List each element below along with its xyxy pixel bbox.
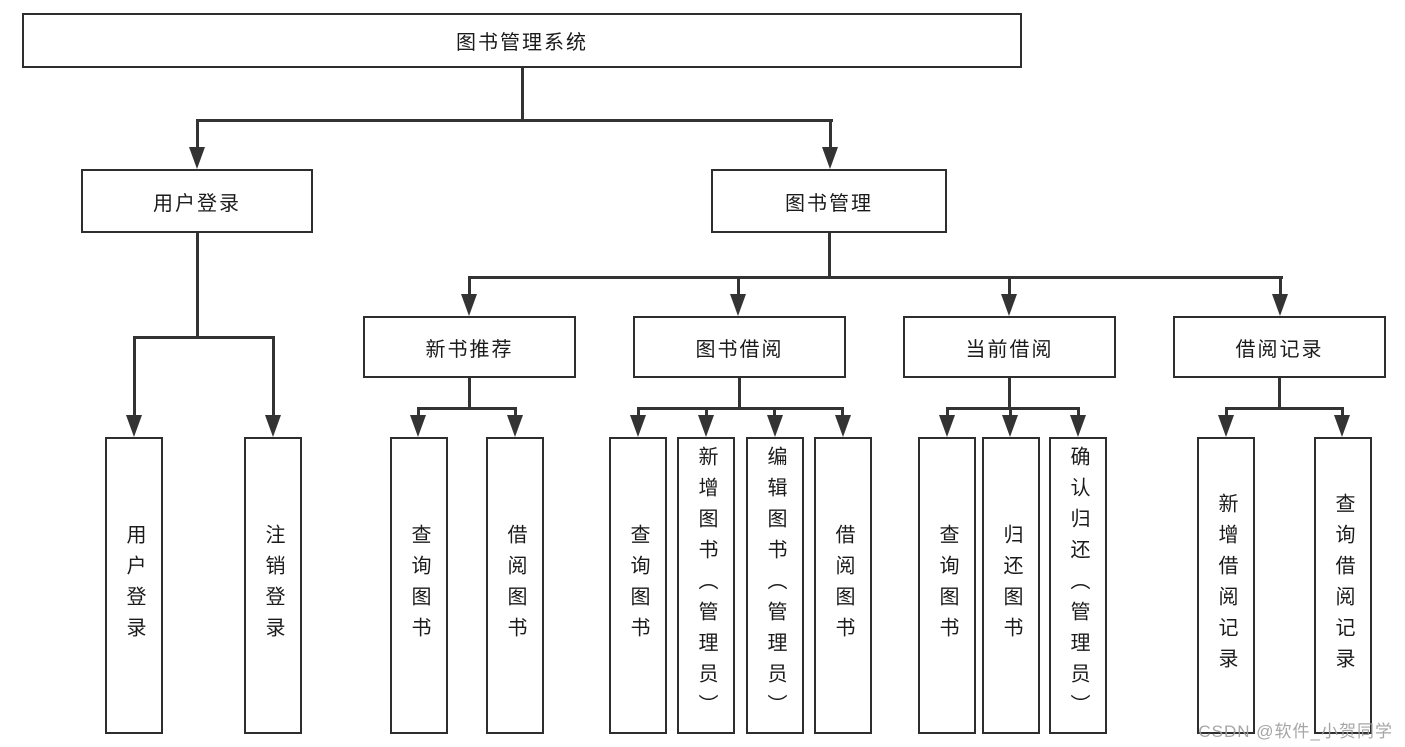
connector-line: [133, 336, 275, 339]
arrow-down-icon: [1334, 415, 1350, 437]
connector-line: [514, 407, 517, 417]
connector-line: [272, 336, 275, 417]
connector-line: [1225, 407, 1344, 410]
leaf-label: 用户登录: [123, 523, 145, 648]
connector-line: [1008, 378, 1011, 410]
leaf-current-confirm-return-admin: 确认归还（管理员）: [1049, 437, 1107, 734]
connector-line: [196, 119, 833, 122]
arrow-down-icon: [1070, 415, 1086, 437]
leaf-logout-login: 注销登录: [244, 437, 302, 734]
connector-line: [737, 276, 740, 296]
arrow-down-icon: [698, 415, 714, 437]
arrow-down-icon: [1001, 294, 1017, 316]
connector-line: [1008, 276, 1011, 296]
connector-line: [946, 407, 1080, 410]
node-borrowing-records: 借阅记录: [1173, 316, 1386, 378]
connector-line: [417, 407, 517, 410]
node-book-borrowing: 图书借阅: [633, 316, 846, 378]
leaf-records-add-borrow-record: 新增借阅记录: [1197, 437, 1255, 734]
arrow-down-icon: [939, 415, 955, 437]
arrow-down-icon: [630, 415, 646, 437]
arrow-down-icon: [1272, 294, 1288, 316]
connector-line: [468, 378, 471, 410]
connector-line: [133, 336, 136, 417]
connector-line: [828, 233, 831, 279]
connector-line: [829, 119, 832, 149]
node-label: 新书推荐: [425, 338, 514, 361]
node-label: 图书管理系统: [456, 32, 588, 54]
connector-line: [521, 68, 524, 122]
connector-line: [738, 378, 741, 410]
connector-line: [1278, 378, 1281, 410]
leaf-label: 编辑图书（管理员）: [764, 446, 786, 725]
leaf-label: 注销登录: [262, 523, 284, 648]
leaf-current-query-books: 查询图书: [918, 437, 976, 734]
connector-line: [1279, 276, 1282, 296]
node-current-borrowing: 当前借阅: [903, 316, 1116, 378]
leaf-borrowing-borrow-books: 借阅图书: [814, 437, 872, 734]
connector-line: [637, 407, 844, 410]
connector-line: [417, 407, 420, 417]
node-label: 借阅记录: [1235, 338, 1324, 361]
node-label: 图书借阅: [695, 338, 784, 361]
arrow-down-icon: [507, 415, 523, 437]
leaf-current-return-books: 归还图书: [982, 437, 1040, 734]
connector-line: [1077, 407, 1080, 417]
connector-line: [196, 233, 199, 339]
arrow-down-icon: [461, 294, 477, 316]
connector-line: [1009, 407, 1012, 417]
leaf-label: 借阅图书: [504, 523, 526, 648]
leaf-records-query-borrow-record: 查询借阅记录: [1314, 437, 1372, 734]
connector-line: [1341, 407, 1344, 417]
arrow-down-icon: [730, 294, 746, 316]
connector-line: [637, 407, 640, 417]
leaf-label: 查询图书: [627, 523, 649, 648]
leaf-label: 确认归还（管理员）: [1067, 446, 1089, 725]
leaf-label: 查询图书: [936, 523, 958, 648]
arrow-down-icon: [126, 415, 142, 437]
node-book-management: 图书管理: [711, 169, 947, 233]
leaf-newbook-query-books: 查询图书: [390, 437, 448, 734]
arrow-down-icon: [189, 147, 205, 169]
arrow-down-icon: [1218, 415, 1234, 437]
leaf-newbook-borrow-books: 借阅图书: [486, 437, 544, 734]
leaf-borrowing-edit-books-admin: 编辑图书（管理员）: [746, 437, 804, 734]
leaf-borrowing-query-books: 查询图书: [609, 437, 667, 734]
node-label: 用户登录: [153, 192, 241, 215]
csdn-watermark: CSDN @软件_小贺同学: [1198, 722, 1393, 741]
arrow-down-icon: [835, 415, 851, 437]
arrow-down-icon: [767, 415, 783, 437]
connector-line: [196, 119, 199, 149]
leaf-user-login: 用户登录: [105, 437, 163, 734]
node-library-management-system: 图书管理系统: [22, 13, 1022, 68]
connector-line: [773, 407, 776, 417]
node-label: 当前借阅: [965, 338, 1054, 361]
leaf-label: 查询图书: [408, 523, 430, 648]
node-new-book-recommendation: 新书推荐: [363, 316, 576, 378]
leaf-label: 借阅图书: [832, 523, 854, 648]
arrow-down-icon: [1002, 415, 1018, 437]
leaf-label: 查询借阅记录: [1332, 492, 1354, 679]
leaf-label: 归还图书: [1000, 523, 1022, 648]
arrow-down-icon: [822, 147, 838, 169]
connector-line: [468, 276, 471, 296]
leaf-label: 新增图书（管理员）: [695, 446, 717, 725]
leaf-borrowing-add-books-admin: 新增图书（管理员）: [677, 437, 735, 734]
connector-line: [705, 407, 708, 417]
connector-line: [468, 276, 1283, 279]
node-user-login: 用户登录: [81, 169, 313, 233]
connector-line: [1225, 407, 1228, 417]
connector-line: [946, 407, 949, 417]
arrow-down-icon: [265, 415, 281, 437]
node-label: 图书管理: [785, 192, 873, 215]
leaf-label: 新增借阅记录: [1215, 492, 1237, 679]
connector-line: [841, 407, 844, 417]
arrow-down-icon: [410, 415, 426, 437]
